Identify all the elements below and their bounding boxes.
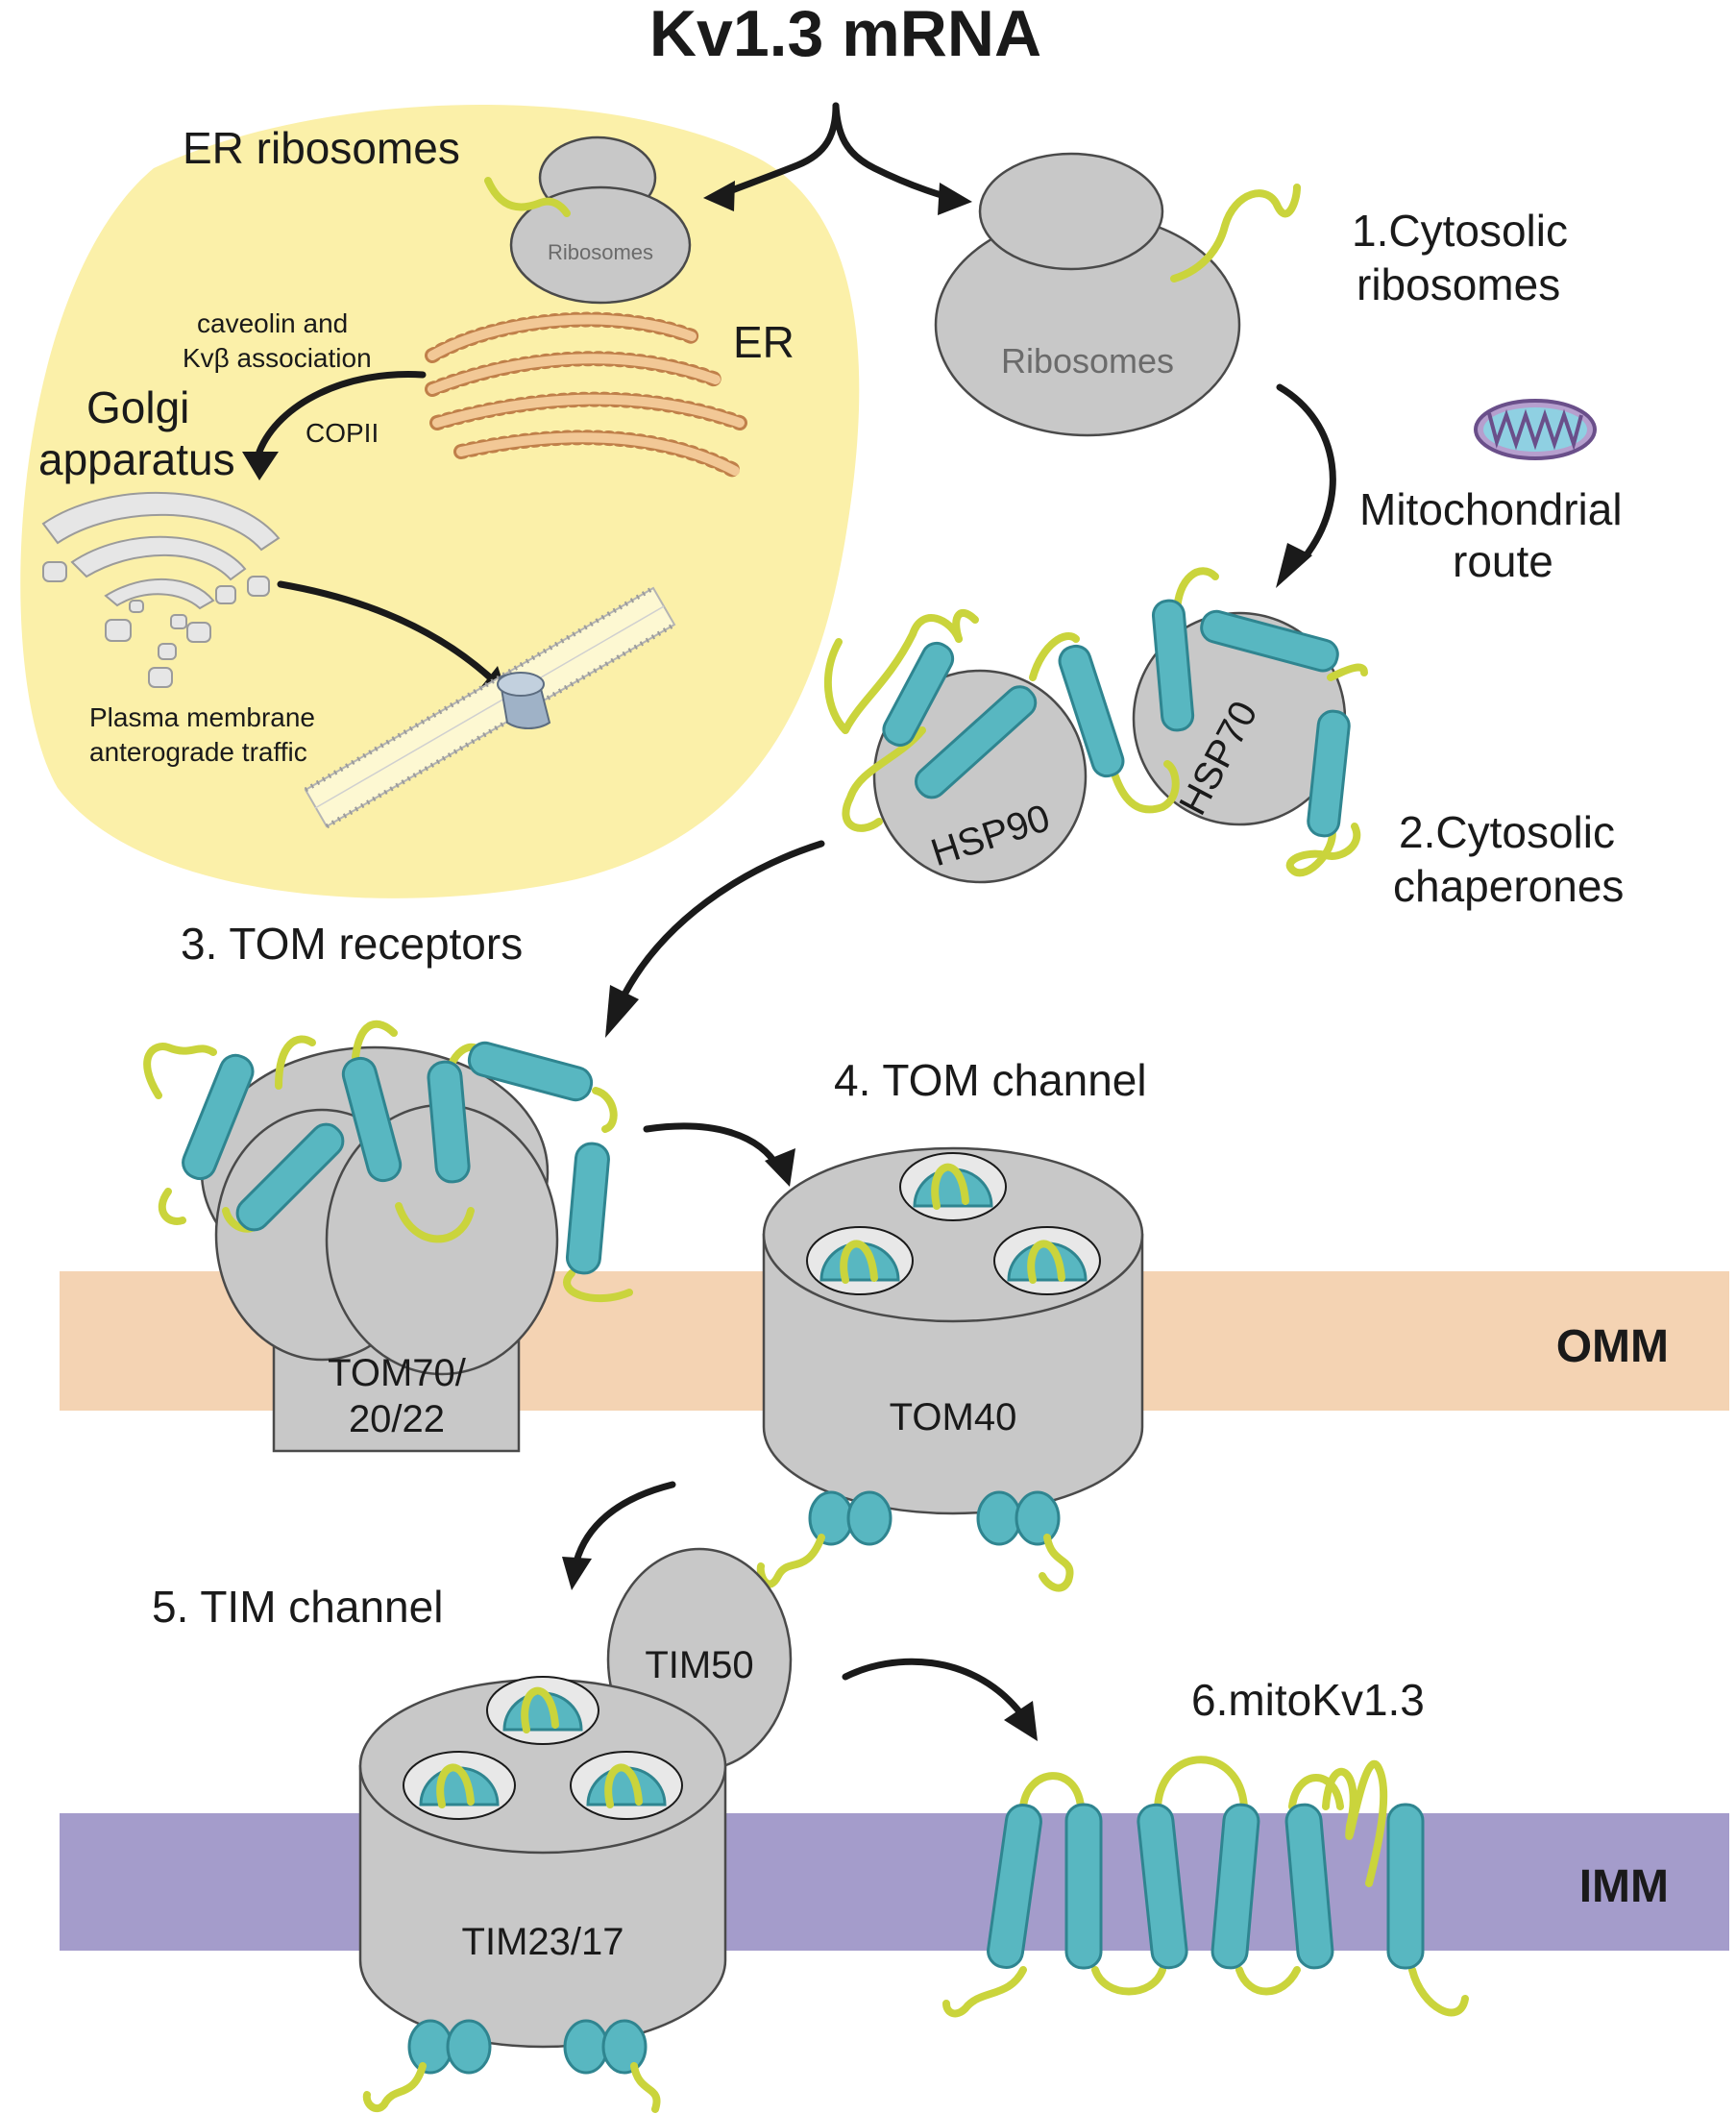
plasma-membrane-icon	[304, 585, 676, 829]
step1-label-1: 1.Cytosolic	[1352, 206, 1568, 256]
step2-label-1: 2.Cytosolic	[1399, 807, 1615, 857]
ribosome-to-chaperone-arrowhead	[1276, 543, 1312, 588]
mrna-to-cytosol-arrowhead	[938, 183, 972, 215]
step3-label: 3. TOM receptors	[181, 919, 523, 969]
er-region	[20, 104, 860, 898]
er-ribosome-inner-label: Ribosomes	[548, 240, 653, 264]
caveolin-label-2: Kvβ association	[183, 343, 372, 373]
er-ribosomes-label: ER ribosomes	[183, 123, 460, 173]
golgi-to-pm-arrow	[277, 580, 494, 681]
mitochondrion-icon	[1474, 399, 1597, 460]
step6-label: 6.mitoKv1.3	[1191, 1675, 1425, 1725]
tom-receptors	[143, 1020, 633, 1376]
mrna-split-arrow-right	[832, 102, 960, 203]
tim-to-mitokv-arrow	[842, 1658, 1022, 1714]
mrna-to-er-arrowhead	[703, 181, 735, 211]
imm-band	[60, 1813, 1729, 1951]
tom70-label-2: 20/22	[349, 1398, 445, 1440]
mito-route-label-2: route	[1453, 536, 1553, 586]
chaperone-bound-kv13	[823, 567, 1368, 876]
tom40-channel	[756, 1146, 1144, 1592]
tim23-channel	[358, 1676, 727, 2113]
tim-to-mitokv-arrowhead	[1004, 1701, 1038, 1741]
chaperone-to-tom-arrow	[621, 840, 825, 998]
tom-to-tim-arrow	[573, 1481, 676, 1565]
golgi-icon	[41, 491, 281, 688]
step2-label-2: chaperones	[1393, 861, 1624, 911]
mitokv13-channel	[942, 1756, 1469, 2018]
step4-label: 4. TOM channel	[834, 1055, 1147, 1105]
tom70-label-1: TOM70/	[328, 1352, 467, 1394]
imm-label: IMM	[1579, 1861, 1669, 1912]
omm-label: OMM	[1556, 1321, 1669, 1372]
er-to-golgi-arrow	[256, 371, 427, 455]
golgi-label-2: apparatus	[38, 434, 235, 484]
tom40-label: TOM40	[890, 1396, 1017, 1438]
pm-label-1: Plasma membrane	[89, 702, 315, 732]
mito-route-label-1: Mitochondrial	[1359, 484, 1623, 534]
er-membrane-lumen	[428, 314, 745, 476]
er-to-golgi-arrowhead	[242, 452, 279, 480]
tom-to-tim-arrowhead	[562, 1557, 592, 1590]
er-label: ER	[733, 317, 795, 367]
chaperone-to-tom-arrowhead	[605, 985, 639, 1038]
step5-label: 5. TIM channel	[152, 1582, 443, 1632]
ribosome-to-chaperone-arrow	[1276, 383, 1336, 561]
caveolin-label-1: caveolin and	[197, 308, 348, 338]
tim50-label: TIM50	[645, 1644, 753, 1686]
tim23-label: TIM23/17	[462, 1921, 624, 1963]
cytosolic-ribosome-inner-label: Ribosomes	[1001, 341, 1174, 381]
pm-label-2: anterograde traffic	[89, 737, 307, 767]
tom-receptor-to-channel-arrowhead	[765, 1148, 795, 1187]
er-ribosome	[484, 135, 692, 305]
copii-label: COPII	[306, 418, 379, 448]
title: Kv1.3 mRNA	[649, 0, 1041, 70]
tom-receptor-to-channel-arrow	[643, 1122, 782, 1171]
step1-label-2: ribosomes	[1357, 259, 1560, 309]
golgi-label-1: Golgi	[86, 382, 189, 432]
hsp90-chaperone	[872, 669, 1088, 884]
cytosolic-ribosome	[934, 152, 1301, 437]
